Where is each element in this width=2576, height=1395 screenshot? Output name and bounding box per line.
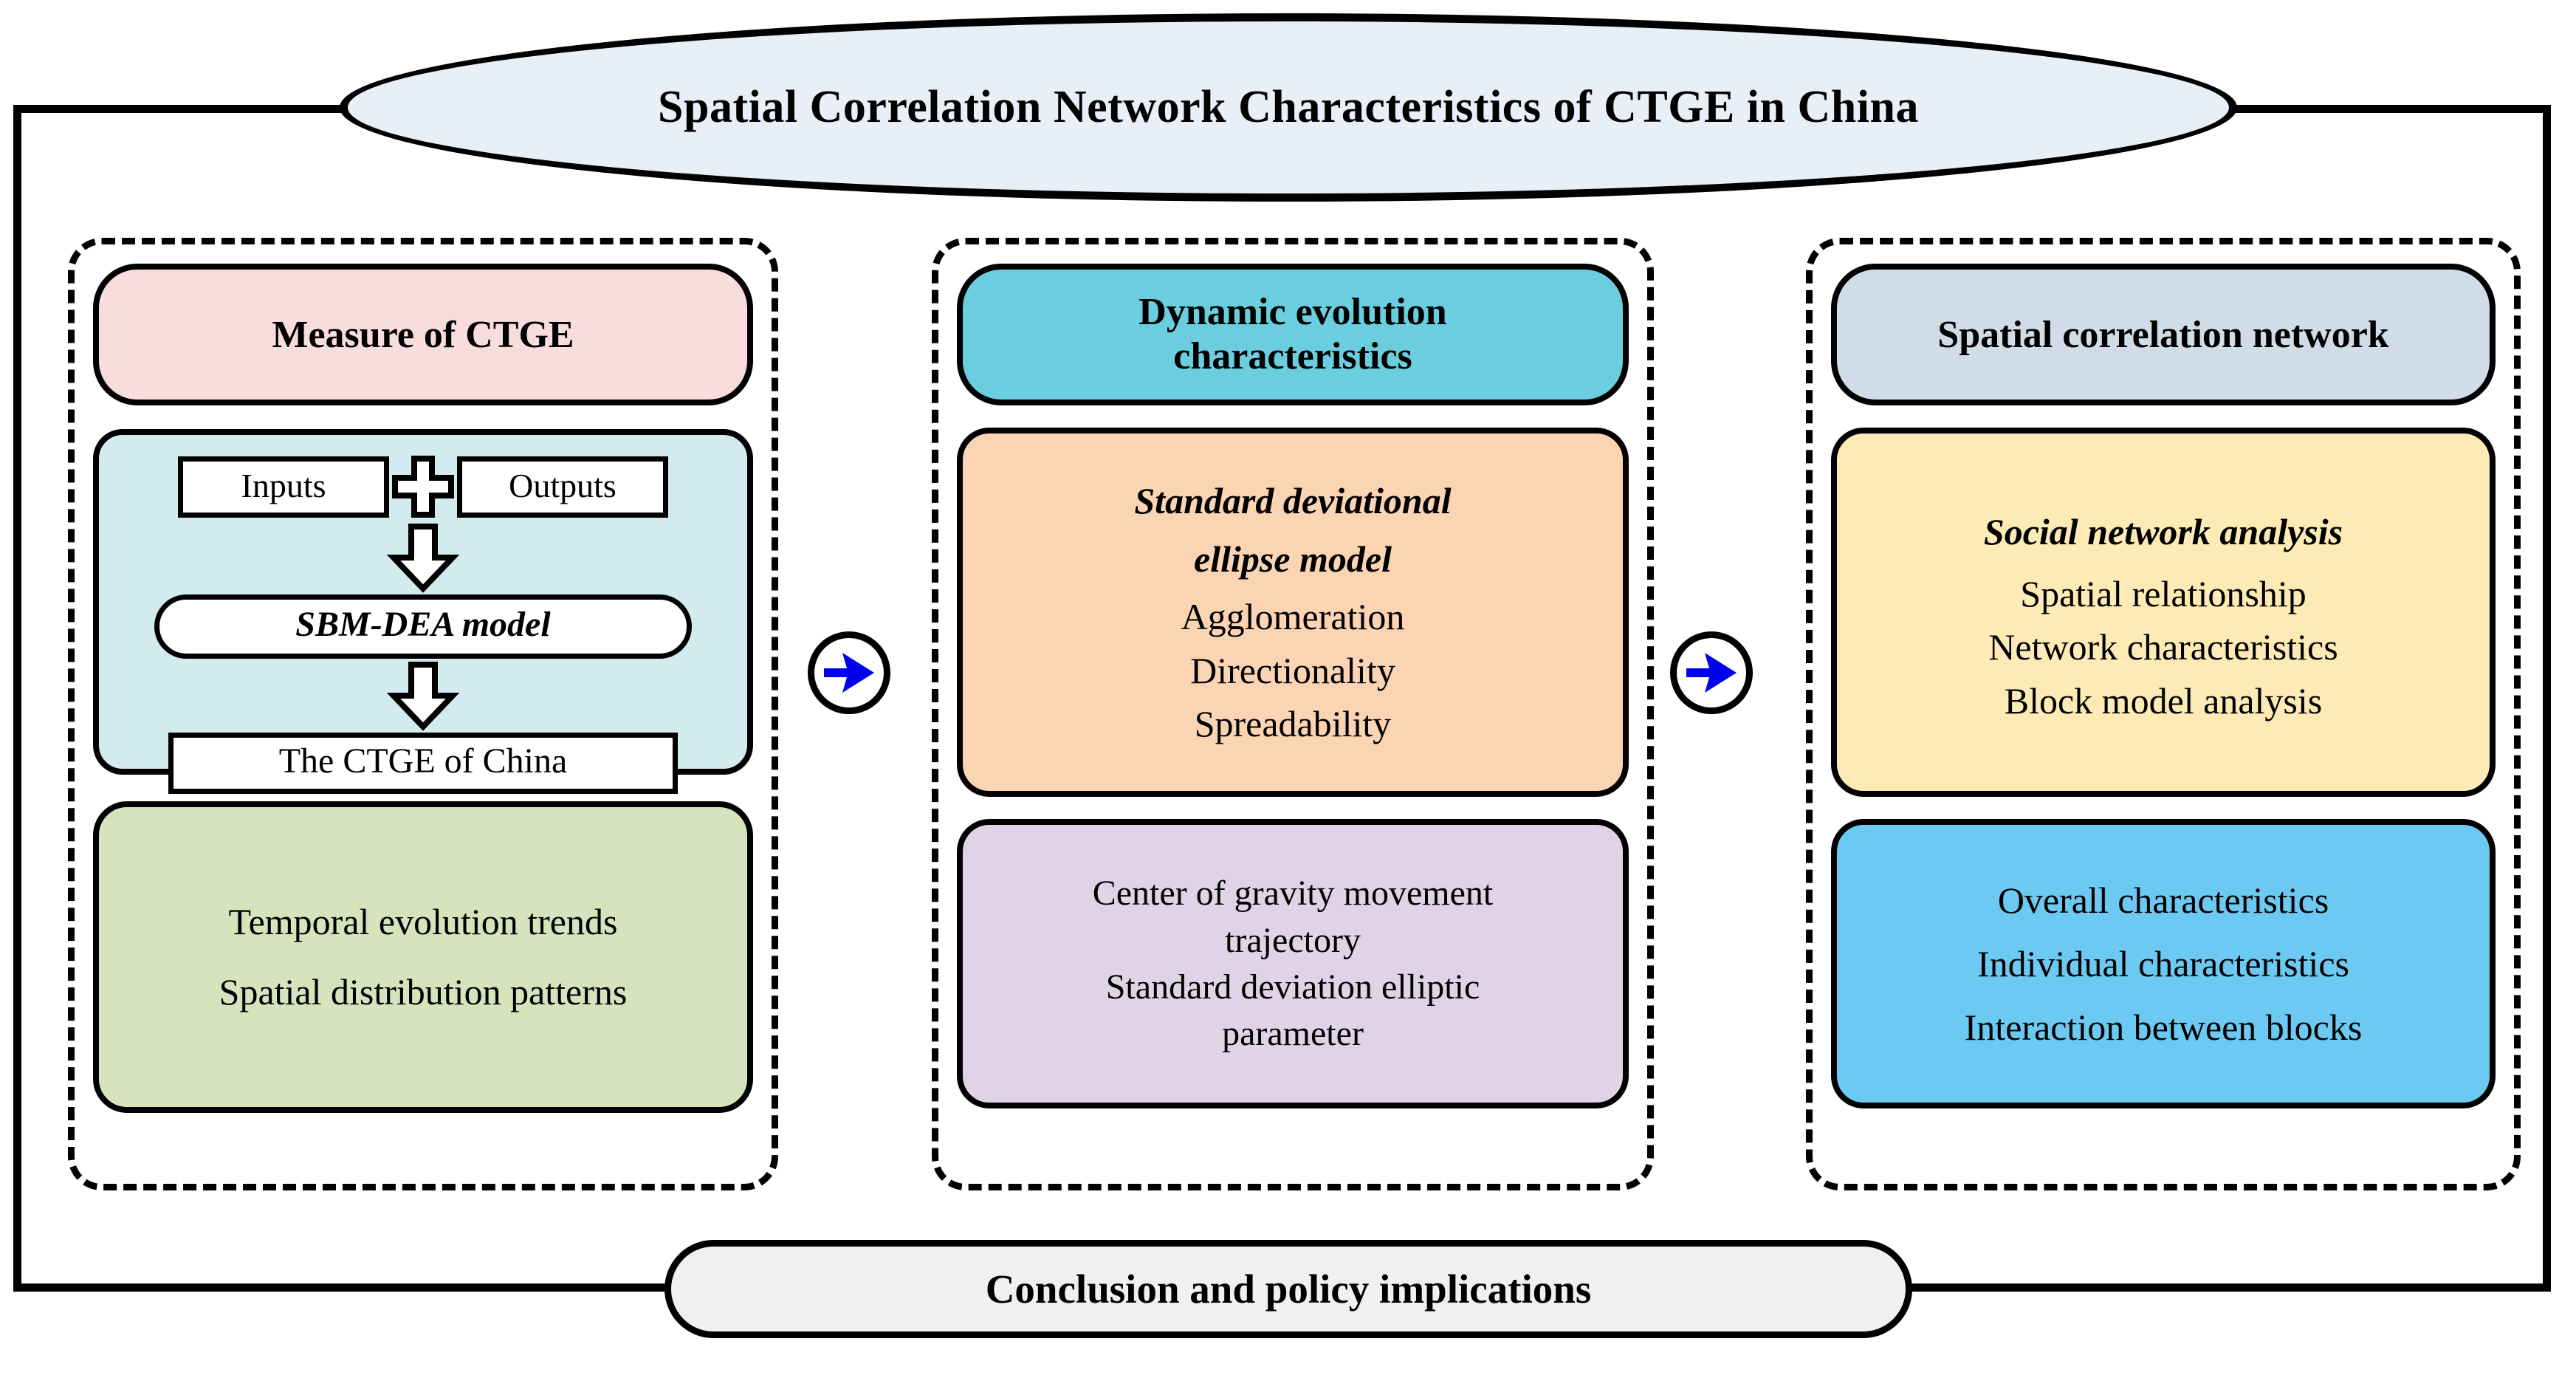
sbm-dea-model-pill: SBM-DEA model [154, 594, 692, 659]
sna-item: Spatial relationship [2020, 572, 2307, 614]
sde-emphasis-line2: ellipse model [1194, 538, 1392, 580]
sna-item: Block model analysis [2004, 679, 2323, 722]
card-dynamic-evolution-header: Dynamic evolution characteristics [957, 264, 1629, 405]
inputs-box: Inputs [178, 456, 389, 518]
outputs-box: Outputs [457, 456, 668, 518]
column-spatial-correlation-network: Spatial correlation network Social netwo… [1806, 238, 2521, 1190]
down-block-arrow-icon-2 [385, 660, 461, 731]
card-social-network-analysis: Social network analysis Spatial relation… [1831, 428, 2496, 797]
blue-right-arrow-icon [822, 650, 876, 696]
blocks-line: Interaction between blocks [1964, 1007, 2363, 1048]
card-network-outcomes: Overall characteristics Individual chara… [1831, 819, 2496, 1108]
connector-arrow-1 [808, 631, 890, 714]
connector-arrow-2 [1670, 631, 1753, 714]
down-block-arrow-icon-1 [385, 522, 461, 593]
card-dynamic-label-line2: characteristics [1173, 335, 1412, 377]
column-measure-of-ctge: Measure of CTGE Inputs Outputs SBM-DEA m… [68, 238, 778, 1190]
column-dynamic-evolution: Dynamic evolution characteristics Standa… [932, 238, 1654, 1190]
cog-line: Standard deviation elliptic [1105, 967, 1480, 1007]
card-spatial-correlation-network-header: Spatial correlation network [1831, 264, 2496, 405]
plus-icon [389, 453, 457, 521]
sde-item: Agglomeration [1181, 596, 1405, 638]
card-conclusion: Conclusion and policy implications [664, 1240, 1912, 1338]
cog-line: Center of gravity movement [1092, 874, 1494, 914]
card-standard-deviational-ellipse: Standard deviational ellipse model Agglo… [957, 428, 1629, 797]
diagram-title-ellipse: Spatial Correlation Network Characterist… [340, 13, 2237, 202]
outcome-line: Spatial distribution patterns [219, 971, 628, 1012]
card-measure-outcomes: Temporal evolution trends Spatial distri… [93, 801, 753, 1113]
card-measure-of-ctge-header: Measure of CTGE [93, 264, 753, 405]
card-scn-label: Spatial correlation network [1937, 313, 2389, 356]
cog-line: parameter [1222, 1014, 1364, 1054]
card-dynamic-label-line1: Dynamic evolution [1138, 291, 1447, 334]
sna-emphasis-line1: Social network analysis [1983, 510, 2343, 552]
card-center-of-gravity: Center of gravity movement trajectory St… [957, 819, 1629, 1108]
conclusion-label: Conclusion and policy implications [985, 1267, 1592, 1312]
ctge-of-china-box: The CTGE of China [168, 733, 678, 794]
sde-item: Spreadability [1194, 703, 1392, 745]
cog-line: trajectory [1225, 920, 1361, 960]
inputs-outputs-row: Inputs Outputs [99, 453, 747, 521]
blocks-line: Overall characteristics [1997, 880, 2329, 921]
blocks-line: Individual characteristics [1977, 943, 2349, 984]
card-dea-process: Inputs Outputs SBM-DEA model T [93, 429, 753, 794]
card-measure-label: Measure of CTGE [272, 313, 574, 356]
outcome-line: Temporal evolution trends [228, 901, 618, 942]
blue-right-arrow-icon [1684, 650, 1739, 696]
sna-item: Network characteristics [1988, 626, 2338, 668]
sde-emphasis-line1: Standard deviational [1134, 480, 1452, 522]
sde-item: Directionality [1190, 649, 1395, 691]
page-title: Spatial Correlation Network Characterist… [658, 82, 1919, 132]
